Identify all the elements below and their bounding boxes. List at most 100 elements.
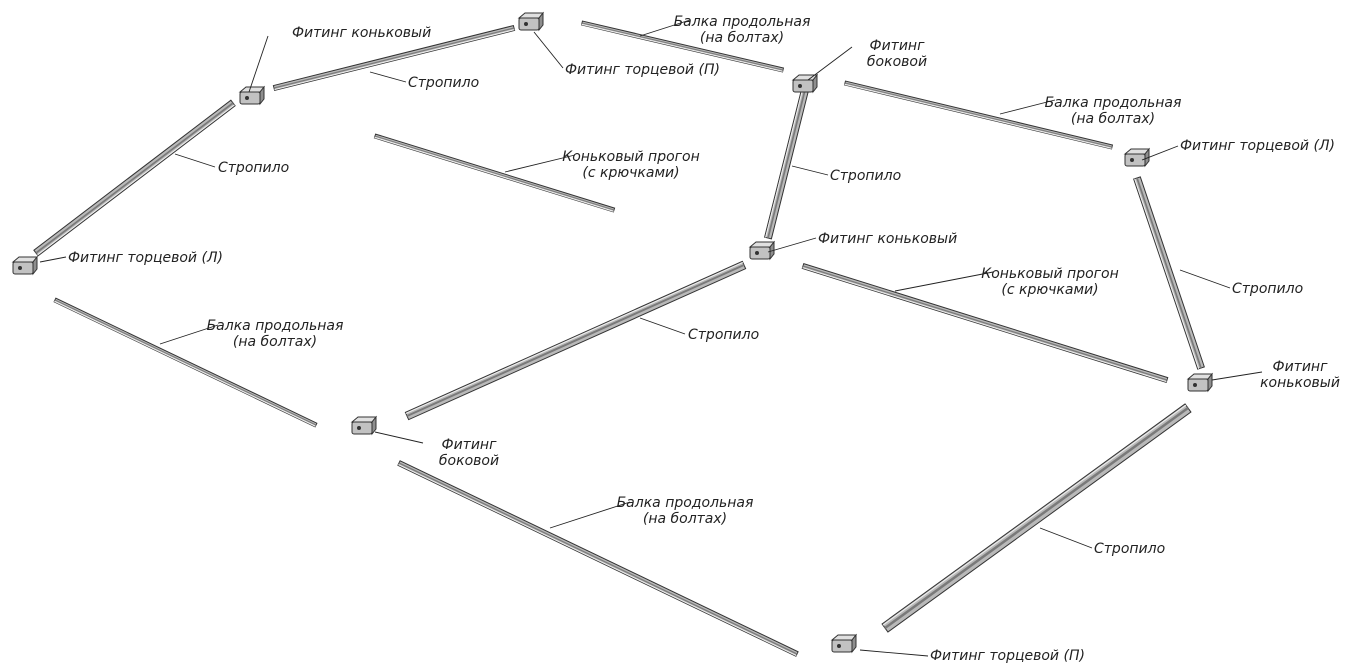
fitting-bolt-hole bbox=[837, 644, 841, 648]
leader-beam-right-top bbox=[999, 99, 1056, 115]
leader-beam-bottom bbox=[549, 501, 631, 529]
bar-shade bbox=[273, 27, 515, 89]
fitting-side-face bbox=[1207, 372, 1213, 393]
bar-highlight bbox=[802, 267, 1167, 383]
leader-end-fitting-right-top bbox=[533, 31, 564, 69]
fitting-bolt-hole bbox=[755, 251, 759, 255]
fitting-bolt-hole bbox=[798, 84, 802, 88]
label-beam-right-top: Балка продольная(на болтах) bbox=[1038, 95, 1188, 127]
fitting-end-fitting-left-left bbox=[11, 255, 39, 276]
leader-beam-left bbox=[159, 324, 219, 345]
leader-end-fitting-left-left bbox=[39, 256, 67, 263]
leader-end-fitting-right-bottom bbox=[859, 649, 929, 657]
label-beam-left-line1: Балка продольная bbox=[206, 318, 344, 334]
leader-end-fitting-left-right bbox=[1141, 145, 1179, 161]
bar-beam-top bbox=[580, 20, 785, 73]
fitting-side-fitting-bottom bbox=[350, 415, 378, 436]
label-beam-right-top-line1: Балка продольная bbox=[1044, 95, 1182, 111]
label-beam-bottom: Балка продольная(на болтах) bbox=[610, 495, 760, 527]
bar-shade bbox=[581, 22, 784, 71]
leader-rafter-right bbox=[1179, 269, 1231, 289]
leader-ridge-fitting-top-left bbox=[248, 35, 269, 93]
fitting-body bbox=[12, 261, 34, 275]
bar-shade bbox=[802, 265, 1168, 381]
fitting-side-face bbox=[812, 73, 818, 94]
label-end-fitting-right-bottom: Фитинг торцевой (П) bbox=[930, 648, 1085, 664]
label-rafter-right: Стропило bbox=[1232, 281, 1304, 297]
fitting-body bbox=[831, 639, 853, 653]
bar-highlight bbox=[581, 23, 783, 72]
fitting-body bbox=[1187, 378, 1209, 392]
bar-shade bbox=[398, 462, 798, 655]
label-rafter-top: Стропило bbox=[408, 75, 480, 91]
label-end-fitting-left-left: Фитинг торцевой (Л) bbox=[68, 250, 223, 266]
label-end-fitting-left-right: Фитинг торцевой (Л) bbox=[1180, 138, 1335, 154]
bar-rafter-right bbox=[1133, 176, 1205, 370]
label-ridge-purlin-top: Коньковый прогон(с крючками) bbox=[556, 149, 706, 181]
label-beam-left: Балка продольная(на болтах) bbox=[200, 318, 350, 350]
label-rafter-center-diagonal: Стропило bbox=[688, 327, 760, 343]
label-ridge-fitting-right-line1: Фитинг bbox=[1272, 359, 1328, 375]
leader-side-fitting-bottom bbox=[374, 431, 424, 444]
leader-rafter-bottom-right bbox=[1039, 527, 1093, 549]
label-beam-top: Балка продольная(на болтах) bbox=[667, 14, 817, 46]
label-beam-right-top-line2: (на болтах) bbox=[1070, 111, 1156, 127]
bar-shade bbox=[406, 264, 745, 417]
leader-ridge-purlin-mid bbox=[894, 271, 994, 292]
leader-ridge-purlin-top bbox=[504, 154, 576, 173]
bar-highlight bbox=[37, 104, 235, 256]
fitting-body bbox=[749, 246, 771, 260]
fitting-bolt-hole bbox=[1130, 158, 1134, 162]
leader-ridge-fitting-center bbox=[767, 237, 817, 253]
label-rafter-bottom-right: Стропило bbox=[1094, 541, 1166, 557]
label-side-fitting-top-line2: боковой bbox=[866, 54, 928, 70]
fitting-side-face bbox=[1144, 147, 1150, 168]
bar-shade bbox=[374, 135, 615, 211]
bar-beam-bottom bbox=[397, 460, 799, 657]
label-ridge-purlin-top-line2: (с крючками) bbox=[582, 165, 680, 181]
fitting-bolt-hole bbox=[524, 22, 528, 26]
label-ridge-fitting-center: Фитинг коньковый bbox=[818, 231, 958, 247]
label-ridge-purlin-top-line1: Коньковый прогон bbox=[562, 149, 700, 165]
bar-shade bbox=[767, 89, 806, 239]
bar-highlight bbox=[374, 136, 614, 212]
leader-rafter-top bbox=[369, 71, 407, 83]
bar-beam-right-top bbox=[843, 80, 1114, 150]
label-end-fitting-right-top: Фитинг торцевой (П) bbox=[565, 62, 720, 78]
fitting-body bbox=[518, 17, 540, 31]
bar-shade bbox=[884, 406, 1189, 630]
fitting-end-fitting-left-right bbox=[1123, 147, 1151, 168]
label-beam-top-line2: (на болтах) bbox=[699, 30, 785, 46]
label-ridge-fitting-right-line2: коньковый bbox=[1260, 375, 1340, 391]
label-beam-left-line2: (на болтах) bbox=[232, 334, 318, 350]
fitting-side-face bbox=[259, 85, 265, 106]
bar-highlight bbox=[274, 29, 515, 91]
fitting-end-fitting-right-top bbox=[517, 11, 545, 32]
bar-highlight bbox=[398, 464, 797, 657]
bar-rafter-center-vertical bbox=[763, 88, 810, 240]
leader-beam-top bbox=[639, 19, 691, 37]
bar-highlight bbox=[54, 300, 316, 427]
bar-highlight bbox=[882, 404, 1187, 626]
bar-ridge-purlin-top bbox=[373, 133, 616, 213]
fitting-ridge-fitting-center bbox=[748, 240, 776, 261]
bar-shade bbox=[35, 102, 234, 254]
bar-highlight bbox=[844, 83, 1112, 149]
leader-rafter-center-vertical bbox=[791, 165, 829, 176]
fitting-side-face bbox=[851, 633, 857, 654]
bar-shade bbox=[844, 82, 1113, 148]
bar-highlight bbox=[1134, 178, 1200, 369]
bar-shade bbox=[54, 299, 317, 426]
bar-rafter-top bbox=[272, 24, 516, 92]
fitting-end-fitting-right-bottom bbox=[830, 633, 858, 654]
label-ridge-purlin-mid-line2: (с крючками) bbox=[1001, 282, 1099, 298]
fitting-ridge-fitting-right bbox=[1186, 372, 1214, 393]
fitting-bolt-hole bbox=[245, 96, 249, 100]
label-ridge-purlin-mid: Коньковый прогон(с крючками) bbox=[975, 266, 1125, 298]
fitting-bolt-hole bbox=[1193, 383, 1197, 387]
label-ridge-purlin-mid-line1: Коньковый прогон bbox=[981, 266, 1119, 282]
fitting-bolt-hole bbox=[18, 266, 22, 270]
fitting-ridge-fitting-top-left bbox=[238, 85, 266, 106]
